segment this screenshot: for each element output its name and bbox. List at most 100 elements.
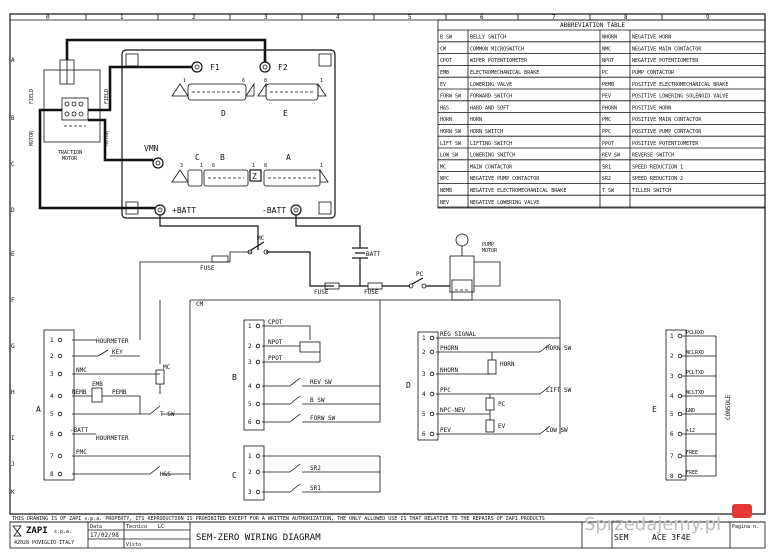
pin-number: 2 bbox=[422, 349, 426, 356]
col-label: 9 bbox=[706, 14, 710, 21]
cpot-label: CPOT bbox=[268, 319, 283, 326]
pin-number: 3 bbox=[50, 371, 54, 378]
fuse-1-label: FUSE bbox=[200, 265, 215, 272]
abbr-description: NEGATIVE PUMP CONTACTOR bbox=[470, 176, 540, 182]
pin-terminal bbox=[57, 453, 63, 459]
pin-number: 3 bbox=[670, 373, 674, 380]
abbr-code: NHORN bbox=[602, 35, 617, 41]
pin-number: 5 bbox=[670, 411, 674, 418]
col-label: 0 bbox=[46, 14, 50, 21]
nhorn-label: NHORN bbox=[440, 367, 458, 374]
pin-number: 6 bbox=[242, 78, 245, 84]
pc-label: PC bbox=[416, 271, 424, 278]
mc-coil-label: MC bbox=[163, 364, 171, 371]
pin-number: 2 bbox=[50, 353, 54, 360]
pin-number: 7 bbox=[50, 453, 54, 460]
date-label: Data bbox=[90, 524, 102, 530]
pin-terminal bbox=[57, 411, 63, 417]
mc-contact bbox=[250, 241, 265, 251]
abbr-description: POSITIVE PUMP CONTACTOR bbox=[632, 129, 702, 135]
abbr-description: MAIN CONTACTOR bbox=[470, 164, 513, 170]
vmn-terminal bbox=[152, 157, 164, 169]
abbr-description: FORWARD SWITCH bbox=[470, 94, 512, 100]
batt-neg-label: -BATT bbox=[262, 206, 286, 215]
controller-unit: F1 F2 1 6 8 1 D E VMN C B A 3 1 6 1 8 1 … bbox=[121, 49, 336, 219]
abbr-code: NEV bbox=[440, 200, 449, 206]
connector-d-label: D bbox=[221, 109, 226, 118]
pin-number: 8 bbox=[264, 163, 267, 169]
nmc-label: NMC bbox=[76, 367, 87, 374]
abbr-description: TILLER SWITCH bbox=[632, 188, 671, 194]
watermark: Sprzedajemy.pl bbox=[584, 504, 752, 535]
pin-terminal bbox=[255, 383, 261, 389]
forward-switch bbox=[289, 413, 301, 423]
pin-terminal bbox=[677, 393, 683, 399]
abbr-code: PPC bbox=[602, 129, 611, 135]
armature-left-label: MOTOR bbox=[29, 130, 35, 146]
abbr-description: COMMON MICROSWITCH bbox=[470, 46, 524, 52]
horn-switch bbox=[539, 343, 551, 353]
pin-number: 7 bbox=[670, 453, 674, 460]
abbr-code: PMC bbox=[602, 117, 611, 123]
pin-number: 3 bbox=[422, 371, 426, 378]
connector-d-letter: D bbox=[406, 381, 411, 390]
abbr-code: NPC bbox=[440, 176, 449, 182]
connector-b bbox=[203, 169, 249, 187]
pin-terminal bbox=[429, 335, 435, 341]
connector-e-letter: E bbox=[652, 405, 657, 414]
title-block: THIS DRAWING IS OF ZAPI s.p.a. PROPERTY,… bbox=[9, 516, 766, 549]
pin-number: 6 bbox=[670, 431, 674, 438]
abbr-code: LOW SW bbox=[440, 153, 459, 159]
ev-coil bbox=[485, 419, 495, 433]
pin-number: 6 bbox=[248, 419, 252, 426]
pin-terminal bbox=[677, 453, 683, 459]
connector-a-letter: A bbox=[36, 405, 41, 414]
pin-terminal bbox=[255, 343, 261, 349]
mc-coil bbox=[155, 369, 165, 385]
console-signal-label: PCLTXD bbox=[686, 370, 704, 376]
pin-number: 5 bbox=[248, 401, 252, 408]
pin-number: 1 bbox=[248, 323, 252, 330]
zapi-logo-mark bbox=[12, 525, 22, 537]
pin-terminal bbox=[57, 393, 63, 399]
pin-terminal bbox=[57, 353, 63, 359]
pin-number: 5 bbox=[422, 411, 426, 418]
console-signal-label: PCLRXD bbox=[686, 330, 704, 336]
tecnico-label: Tecnico bbox=[126, 524, 147, 530]
col-label: 4 bbox=[336, 14, 340, 21]
pin-terminal bbox=[255, 401, 261, 407]
abbr-description: NEGATIVE ELECTROMECHANICAL BRAKE bbox=[470, 188, 566, 194]
abbr-description: NEGATIVE MAIN CONTACTOR bbox=[632, 46, 702, 52]
pin-terminal bbox=[255, 469, 261, 475]
pin-number: 1 bbox=[248, 453, 252, 460]
forw-sw-label: FORW SW bbox=[310, 415, 336, 422]
page-label: Pagina n. bbox=[732, 524, 759, 530]
row-label: D bbox=[11, 207, 15, 214]
sr1-switch bbox=[289, 483, 301, 493]
f2-label: F2 bbox=[278, 63, 288, 72]
abbr-code: H&S bbox=[440, 105, 449, 111]
pin-terminal bbox=[57, 471, 63, 477]
pin-terminal bbox=[255, 489, 261, 495]
abbr-description: BELLY SWITCH bbox=[470, 35, 506, 41]
field-right-label: FIELD bbox=[104, 89, 110, 104]
pin-terminal bbox=[429, 371, 435, 377]
f1-terminal bbox=[191, 61, 203, 73]
pc-coil-label: PC bbox=[498, 401, 506, 408]
potentiometer bbox=[299, 341, 321, 353]
reverse-switch bbox=[289, 377, 301, 387]
abbr-description: WIPER POTENTIOMETER bbox=[470, 58, 528, 64]
pin-terminal bbox=[255, 323, 261, 329]
console-signal-label: FREE bbox=[686, 470, 698, 476]
horn-sw-label: HORN SW bbox=[546, 345, 572, 352]
pin-terminal bbox=[677, 431, 683, 437]
console-signal-label: +12 bbox=[686, 428, 695, 434]
row-label: B bbox=[11, 115, 15, 122]
pin-terminal bbox=[677, 473, 683, 479]
hs-switch bbox=[149, 465, 161, 475]
col-label: 8 bbox=[624, 14, 628, 21]
console-signal-label: FREE bbox=[686, 450, 698, 456]
pin-number: 5 bbox=[50, 411, 54, 418]
col-label: 1 bbox=[120, 14, 124, 21]
abbr-description: LOWERING SWITCH bbox=[470, 153, 515, 159]
